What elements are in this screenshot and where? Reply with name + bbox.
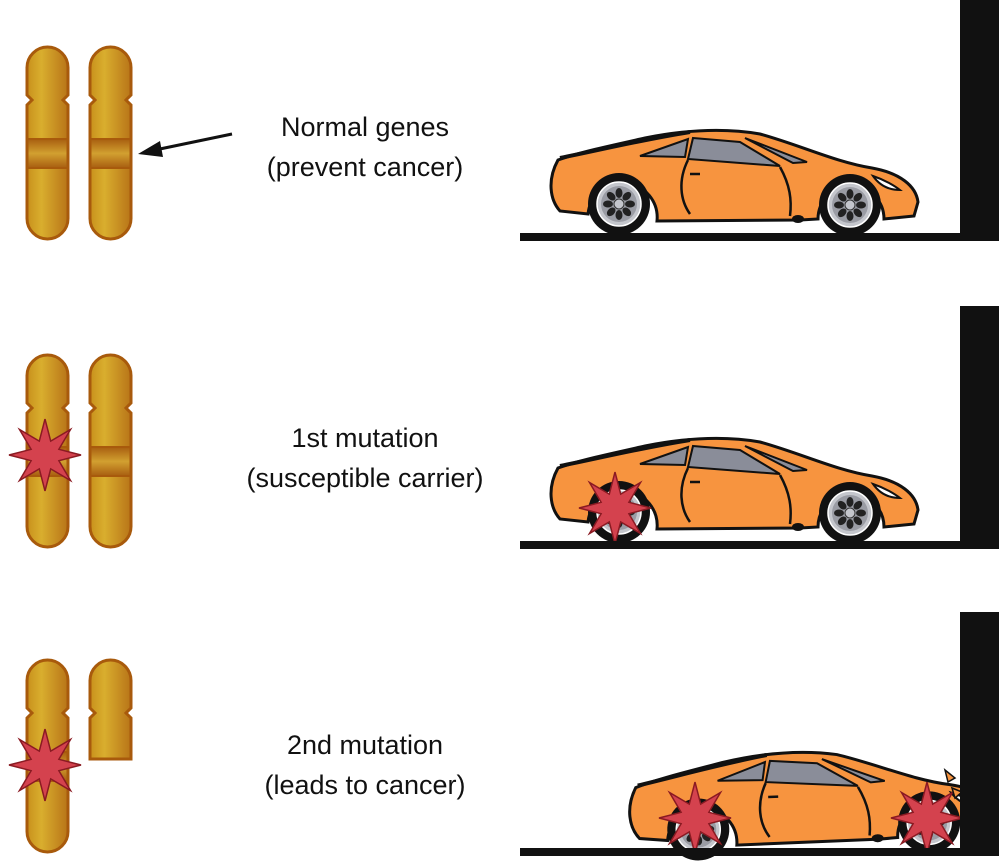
wall (960, 0, 999, 241)
car (551, 439, 918, 544)
car-damage-star-icon (578, 471, 652, 545)
car-damage-star-icon (658, 781, 732, 855)
chromosome-left (25, 45, 70, 241)
crash-debris-icon (943, 768, 964, 800)
chromosome-right-truncated (88, 658, 133, 761)
mutation-star-icon (8, 418, 82, 492)
panel-subtitle: (prevent cancer) (267, 152, 464, 182)
panel-subtitle: (leads to cancer) (264, 770, 465, 800)
wall (960, 612, 999, 856)
wall (960, 306, 999, 549)
panel-first-mutation: 1st mutation (susceptible carrier) (8, 306, 999, 549)
ground (520, 848, 999, 856)
panel-second-mutation: 2nd mutation (leads to cancer) (8, 612, 999, 862)
chromosome-right (88, 45, 133, 241)
chromosome-right (88, 353, 133, 549)
car-damage-star-icon (890, 781, 964, 855)
panel-normal: Normal genes (prevent cancer) (25, 0, 999, 241)
panel-title: 1st mutation (291, 423, 438, 453)
arrow-icon (138, 132, 233, 157)
car (551, 131, 918, 236)
ground (520, 541, 999, 549)
panel-subtitle: (susceptible carrier) (246, 463, 483, 493)
panel-title: 2nd mutation (287, 730, 443, 760)
panel-title: Normal genes (281, 112, 449, 142)
ground (520, 233, 999, 241)
mutation-star-icon (8, 728, 82, 802)
